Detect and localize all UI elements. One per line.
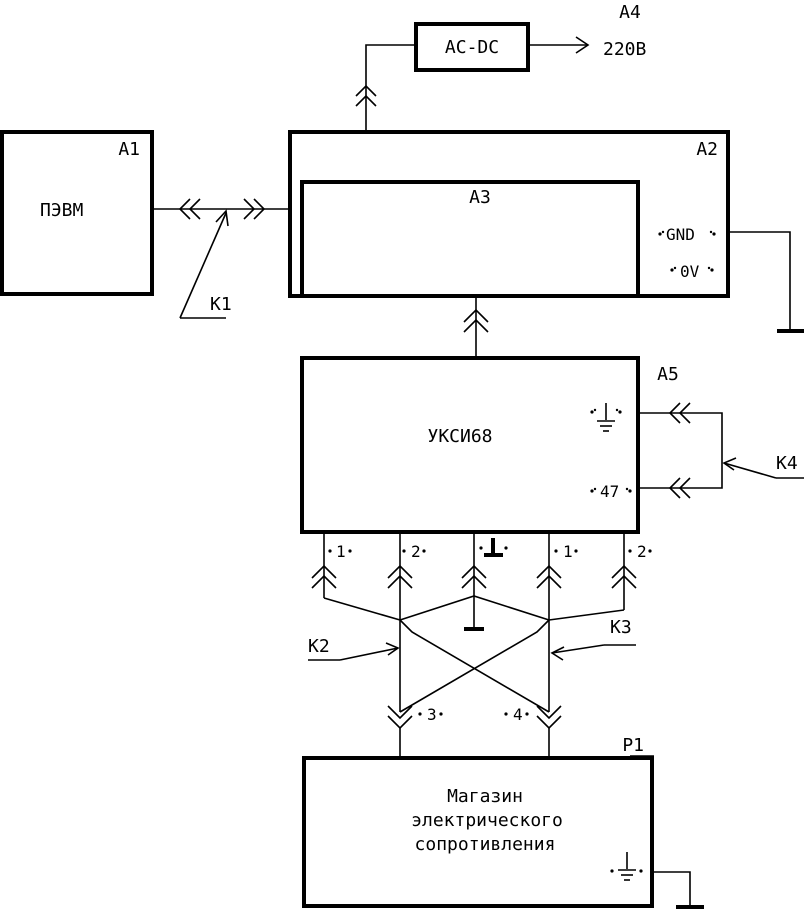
a2-id-label: А2 [696,139,718,160]
p1-name-line1: Магазин [447,786,523,807]
ground-icon-a5-bottom [484,538,503,557]
ukci-label: УКСИ68 [427,426,492,447]
k4-connectors [668,402,691,499]
terminal-47-dots [590,487,632,493]
p1-name-line2: электрического [411,810,563,831]
output-terminal-dots [328,546,652,553]
resistance-box-block [302,756,654,908]
terminal-2b-label: 2 [637,542,647,561]
a1-id-label: А1 [118,139,140,160]
k1-label: К1 [210,294,232,315]
terminal-47-label: 47 [600,482,619,501]
a5-id-label: А5 [657,364,679,385]
p1-ground-wire [652,871,691,907]
ground-icon-p1 [610,852,643,881]
k4-wire [638,412,723,489]
voltage-label: 220В [603,39,646,60]
k1-connectors [178,198,266,220]
ac-dc-label: AC-DC [445,37,499,58]
p1-terminal-dots [418,712,529,716]
zero-v-terminal-label: 0V [680,262,700,281]
terminal-dots-a2 [658,230,716,272]
terminal-1a-label: 1 [336,542,346,561]
k2-leader-arrow [385,642,400,656]
gnd-wire [728,231,791,330]
ground-icon-a5 [590,403,622,432]
k3-leader-arrow [550,646,565,661]
p1-id-label: Р1 [622,735,644,756]
k1-leader [179,212,227,319]
ukci-block [300,356,640,534]
k3-leader [551,644,605,654]
terminal-1b-label: 1 [563,542,573,561]
power-connector-top [355,84,377,97]
a5-a3-connectors [463,308,489,333]
a3-id-label: А3 [469,187,491,208]
gnd-terminal-label: GND [666,225,695,244]
k3-label: К3 [610,617,632,638]
ac-output-arrowhead [575,36,590,54]
k2-label: К2 [308,636,330,657]
ac-dc-block [414,22,530,72]
a4-id-label: А4 [619,2,641,23]
terminal-4-label: 4 [513,705,523,724]
terminal-3-label: 3 [427,705,437,724]
p1-name-line3: сопротивления [415,834,556,855]
a2-block [288,130,730,298]
pc-block [0,130,154,296]
k2-leader [339,647,399,661]
k4-leader [723,462,777,479]
power-line [365,44,416,130]
terminal-2a-label: 2 [411,542,421,561]
pc-label: ПЭВМ [40,200,84,221]
k4-label: К4 [776,453,798,474]
a3-block [300,180,640,298]
k1-leader-arrow [215,209,229,227]
power-connector-bottom [355,94,377,107]
p1-input-connectors [387,705,562,730]
k2-k3-wiring [323,532,625,713]
k4-leader-arrow [722,457,737,471]
